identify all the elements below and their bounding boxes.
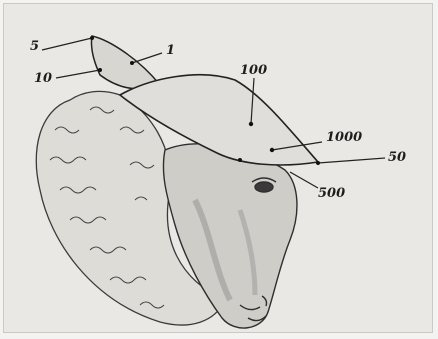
label-1000: 1000 bbox=[326, 131, 362, 144]
label-500: 500 bbox=[318, 187, 345, 200]
label-10: 10 bbox=[34, 72, 52, 85]
ear bbox=[91, 36, 160, 89]
label-5: 5 bbox=[30, 40, 39, 53]
label-50: 50 bbox=[388, 151, 406, 164]
label-1: 1 bbox=[166, 44, 175, 57]
label-100: 100 bbox=[240, 64, 267, 77]
